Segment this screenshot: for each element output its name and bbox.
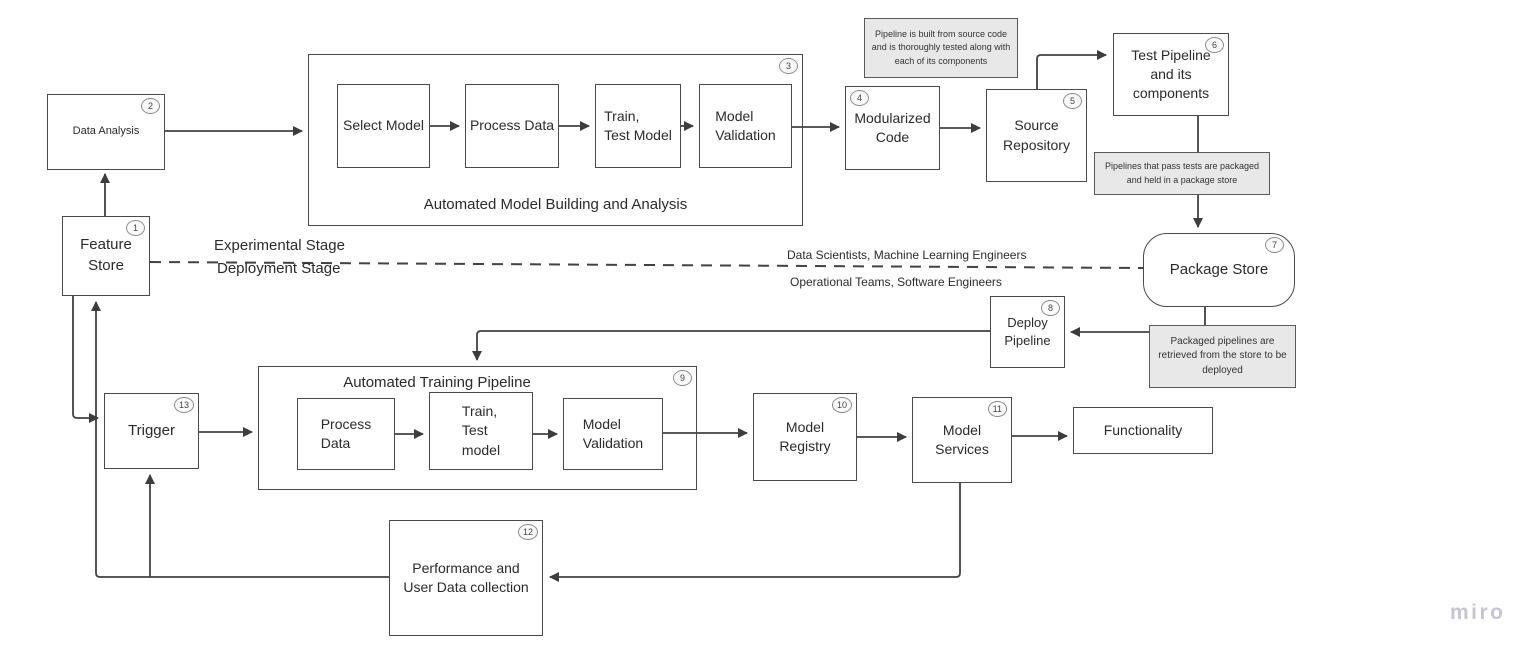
badge-trigger: 13 [173,397,194,413]
container-training-pipeline-title: Automated Training Pipeline [343,374,531,391]
badge-feature-store: 1 [126,220,145,236]
experimental-roles-label[interactable]: Data Scientists, Machine Learning Engine… [787,248,1027,262]
node-functionality[interactable]: Functionality [1073,407,1213,454]
connector-performance-to-feature-store[interactable] [91,301,389,578]
node-train-test-model-bottom[interactable]: Train, Test model [429,392,533,470]
node-model-services-label: Model Services [935,421,989,457]
node-model-validation-top[interactable]: Model Validation [699,84,792,168]
connector-feature-store-to-trigger[interactable] [72,296,99,423]
node-trigger-label: Trigger [128,421,175,439]
node-train-test-model-top-label: Train, Test Model [604,107,672,143]
badge-source-repository: 5 [1063,93,1082,109]
node-package-store[interactable]: 7 Package Store [1143,233,1295,307]
experimental-stage-label[interactable]: Experimental Stage [214,237,345,254]
badge-test-pipeline: 6 [1205,37,1224,53]
node-model-validation-bottom[interactable]: Model Validation [563,398,663,470]
node-deploy-pipeline[interactable]: 8 Deploy Pipeline [990,296,1065,368]
note-pipelines-packaged[interactable]: Pipelines that pass tests are packaged a… [1094,152,1270,195]
node-deploy-pipeline-label: Deploy Pipeline [1004,315,1051,348]
node-select-model[interactable]: Select Model [337,84,430,168]
node-process-data-bottom-label: Process Data [320,415,372,451]
node-model-registry[interactable]: 10 Model Registry [753,393,857,481]
badge-model-services: 11 [987,401,1007,417]
node-process-data-top-label: Process Data [469,117,555,134]
node-model-registry-label: Model Registry [779,418,831,454]
container-model-building-title: Automated Model Building and Analysis [423,196,688,213]
node-feature-store-label: Feature Store [80,236,132,274]
container-model-building[interactable]: 3 Automated Model Building and Analysis [308,54,803,226]
node-select-model-label: Select Model [343,117,424,134]
stage-divider-line[interactable] [149,261,1144,269]
node-model-validation-bottom-label: Model Validation [582,415,644,451]
deployment-roles-label[interactable]: Operational Teams, Software Engineers [790,275,1002,289]
connector-model-services-to-performance[interactable] [549,483,961,582]
note-packaged-retrieved[interactable]: Packaged pipelines are retrieved from th… [1149,325,1296,388]
node-package-store-label: Package Store [1169,260,1269,278]
note-pipelines-packaged-text: Pipelines that pass tests are packaged a… [1104,161,1260,185]
badge-model-building: 3 [779,58,798,74]
container-training-pipeline[interactable]: 9 Automated Training Pipeline [258,366,697,490]
note-pipeline-build[interactable]: Pipeline is built from source code and i… [864,18,1018,78]
deployment-stage-label[interactable]: Deployment Stage [217,260,341,277]
badge-modularized-code: 4 [850,90,869,106]
node-performance-collection-label: Performance and User Data collection [403,559,529,595]
node-data-analysis[interactable]: 2 Data Analysis [47,94,165,170]
node-model-services[interactable]: 11 Model Services [912,397,1012,483]
miro-logo: miro [1450,601,1506,624]
badge-performance-collection: 12 [517,524,538,540]
connector-source-repository-to-test-pipeline[interactable] [1036,50,1107,89]
node-data-analysis-label: Data Analysis [72,125,140,138]
node-test-pipeline[interactable]: 6 Test Pipeline and its components [1113,33,1229,116]
node-test-pipeline-label: Test Pipeline and its components [1131,46,1211,102]
badge-package-store: 7 [1265,237,1284,253]
note-packaged-retrieved-text: Packaged pipelines are retrieved from th… [1158,335,1287,376]
node-train-test-model-top[interactable]: Train, Test Model [595,84,681,168]
badge-data-analysis: 2 [141,98,160,114]
node-model-validation-top-label: Model Validation [715,107,776,143]
node-performance-collection[interactable]: 12 Performance and User Data collection [389,520,543,636]
node-process-data-bottom[interactable]: Process Data [297,398,395,470]
node-train-test-model-bottom-label: Train, Test model [461,403,501,458]
connector-deploy-pipeline-to-training-pipeline[interactable] [472,330,990,361]
node-functionality-label: Functionality [1103,421,1183,438]
node-feature-store[interactable]: 1 Feature Store [62,216,150,296]
node-modularized-code-label: Modularized Code [854,109,931,145]
node-source-repository[interactable]: 5 Source Repository [986,89,1087,182]
node-process-data-top[interactable]: Process Data [465,84,559,168]
node-trigger[interactable]: 13 Trigger [104,393,199,469]
badge-model-registry: 10 [831,397,852,413]
note-pipeline-build-text: Pipeline is built from source code and i… [871,29,1011,66]
node-modularized-code[interactable]: 4 Modularized Code [845,86,940,170]
badge-training-pipeline: 9 [673,370,692,386]
node-source-repository-label: Source Repository [1003,117,1070,153]
badge-deploy-pipeline: 8 [1041,300,1060,316]
